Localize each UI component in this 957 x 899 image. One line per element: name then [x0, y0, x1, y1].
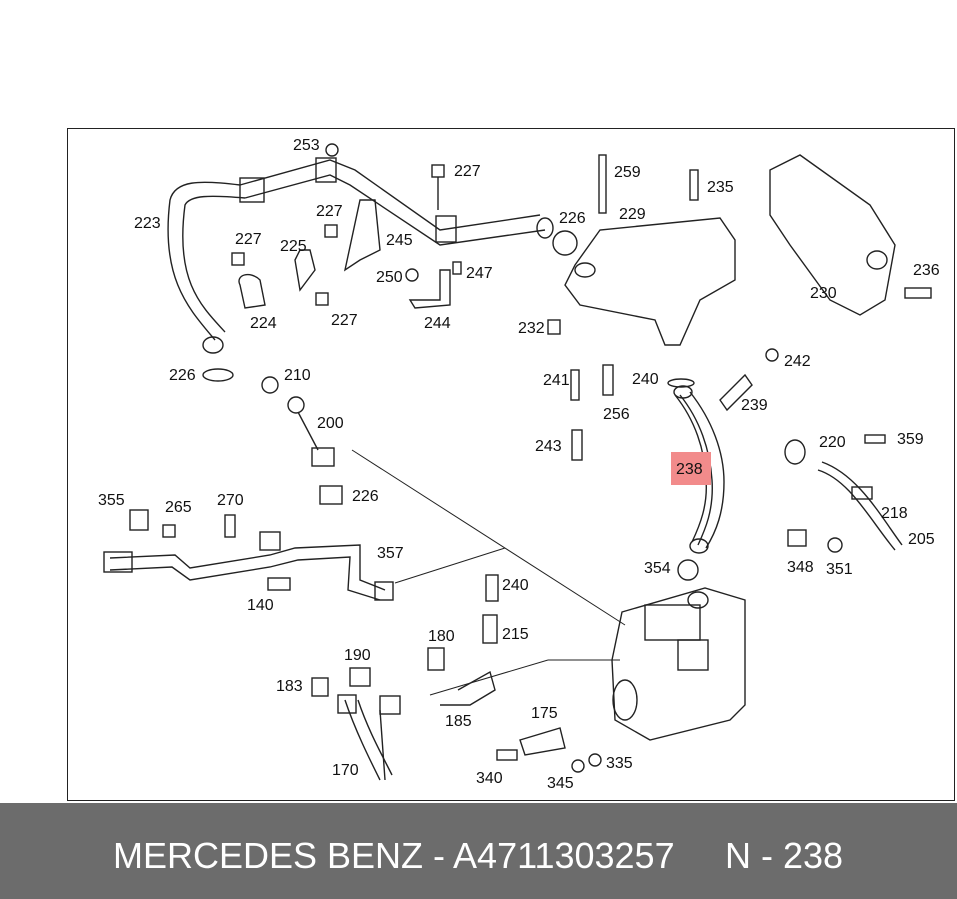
bolt-icon	[496, 749, 518, 761]
parts-diagram: 253 227 223 226 227 245 227 225 250 247 …	[98, 137, 940, 792]
callout-241: 241	[543, 372, 570, 389]
callout-270: 265	[165, 499, 192, 516]
callout-226: 226	[169, 367, 196, 384]
callout-175: 170	[332, 762, 359, 779]
callout-354: 351	[826, 561, 853, 578]
callout-215: 140	[247, 597, 274, 614]
o-ring-icon	[202, 368, 234, 382]
callout-359: 220	[819, 434, 846, 451]
callout-labels: 253 227 223 226 227 245 227 225 250 247 …	[98, 137, 940, 792]
leader-lines	[351, 449, 626, 696]
o-ring-icon	[677, 559, 699, 581]
callout-238-highlighted: 238	[676, 461, 703, 478]
clamp-icon	[239, 177, 265, 203]
nut-icon	[325, 143, 339, 157]
callout-227: 227	[235, 231, 262, 248]
callout-335: 175	[531, 705, 558, 722]
callout-205: 357	[377, 545, 404, 562]
callout-253: 253	[293, 137, 320, 154]
callout-244: 244	[424, 315, 451, 332]
callout-223: 223	[134, 215, 161, 232]
callout-236: 236	[913, 262, 940, 279]
callout-340: 345	[547, 775, 574, 792]
callout-227: 227	[454, 163, 481, 180]
clamp-icon	[315, 157, 337, 183]
air-compressor	[611, 587, 746, 741]
lower-parts	[311, 574, 602, 781]
callout-240: 240	[632, 371, 659, 388]
callout-229: 229	[619, 206, 646, 223]
callout-140: 240	[502, 577, 529, 594]
callout-259: 259	[614, 164, 641, 181]
bolt-icon	[315, 292, 329, 306]
callout-357: 218	[881, 505, 908, 522]
callout-226: 226	[559, 210, 586, 227]
callout-218: 270	[217, 492, 244, 509]
bolt-icon	[324, 224, 338, 238]
callout-235: 235	[707, 179, 734, 196]
callout-185: 183	[276, 678, 303, 695]
highlight-box	[671, 452, 711, 485]
bracket-parts	[231, 143, 578, 309]
callout-250: 250	[376, 269, 403, 286]
brand-part-number: MERCEDES BENZ - A4711303257	[113, 835, 675, 876]
cover-230	[769, 154, 932, 316]
callout-183: 190	[344, 647, 371, 664]
hose-223	[167, 157, 554, 382]
clamp-icon	[435, 215, 457, 243]
callout-225: 225	[280, 238, 307, 255]
callout-345: 340	[476, 770, 503, 787]
callout-245: 245	[386, 232, 413, 249]
callout-224: 224	[250, 315, 277, 332]
footer-bar: MERCEDES BENZ - A4711303257 N - 238	[0, 803, 957, 899]
fitting-icon	[103, 551, 133, 573]
callout-240: 354	[644, 560, 671, 577]
bolt-icon	[765, 348, 779, 362]
callout-190: 180	[428, 628, 455, 645]
label-plate-icon	[677, 639, 709, 671]
bolt-icon	[904, 287, 932, 299]
callout-227: 227	[316, 203, 343, 220]
callout-348: 205	[908, 531, 935, 548]
sensor-icon	[485, 574, 499, 602]
plug-icon	[311, 677, 329, 697]
bolt-icon	[231, 252, 245, 266]
callout-200: 200	[317, 415, 344, 432]
sensor-icon	[689, 169, 699, 201]
callout-230: 230	[810, 285, 837, 302]
callout-227: 227	[331, 312, 358, 329]
callout-256: 256	[603, 406, 630, 423]
callout-351: 348	[787, 559, 814, 576]
fittings-200	[261, 376, 343, 505]
pipe-205	[103, 509, 394, 601]
pipe-348	[784, 434, 903, 553]
callout-232: 232	[518, 320, 545, 337]
callout-242: 242	[784, 353, 811, 370]
callout-355: 359	[897, 431, 924, 448]
callout-247: 247	[466, 265, 493, 282]
callout-220: 226	[352, 488, 379, 505]
callout-210: 210	[284, 367, 311, 384]
bolt-icon	[598, 154, 607, 214]
callout-243: 243	[535, 438, 562, 455]
callout-180: 215	[502, 626, 529, 643]
o-ring-icon	[667, 378, 695, 388]
reservoir-229	[547, 154, 736, 461]
page-reference: N - 238	[725, 835, 844, 876]
diagram-frame	[67, 128, 955, 801]
callout-170: 185	[445, 713, 472, 730]
callout-265: 355	[98, 492, 125, 509]
callout-239: 239	[741, 397, 768, 414]
callout-340: 335	[606, 755, 633, 772]
o-ring-icon	[552, 230, 578, 256]
